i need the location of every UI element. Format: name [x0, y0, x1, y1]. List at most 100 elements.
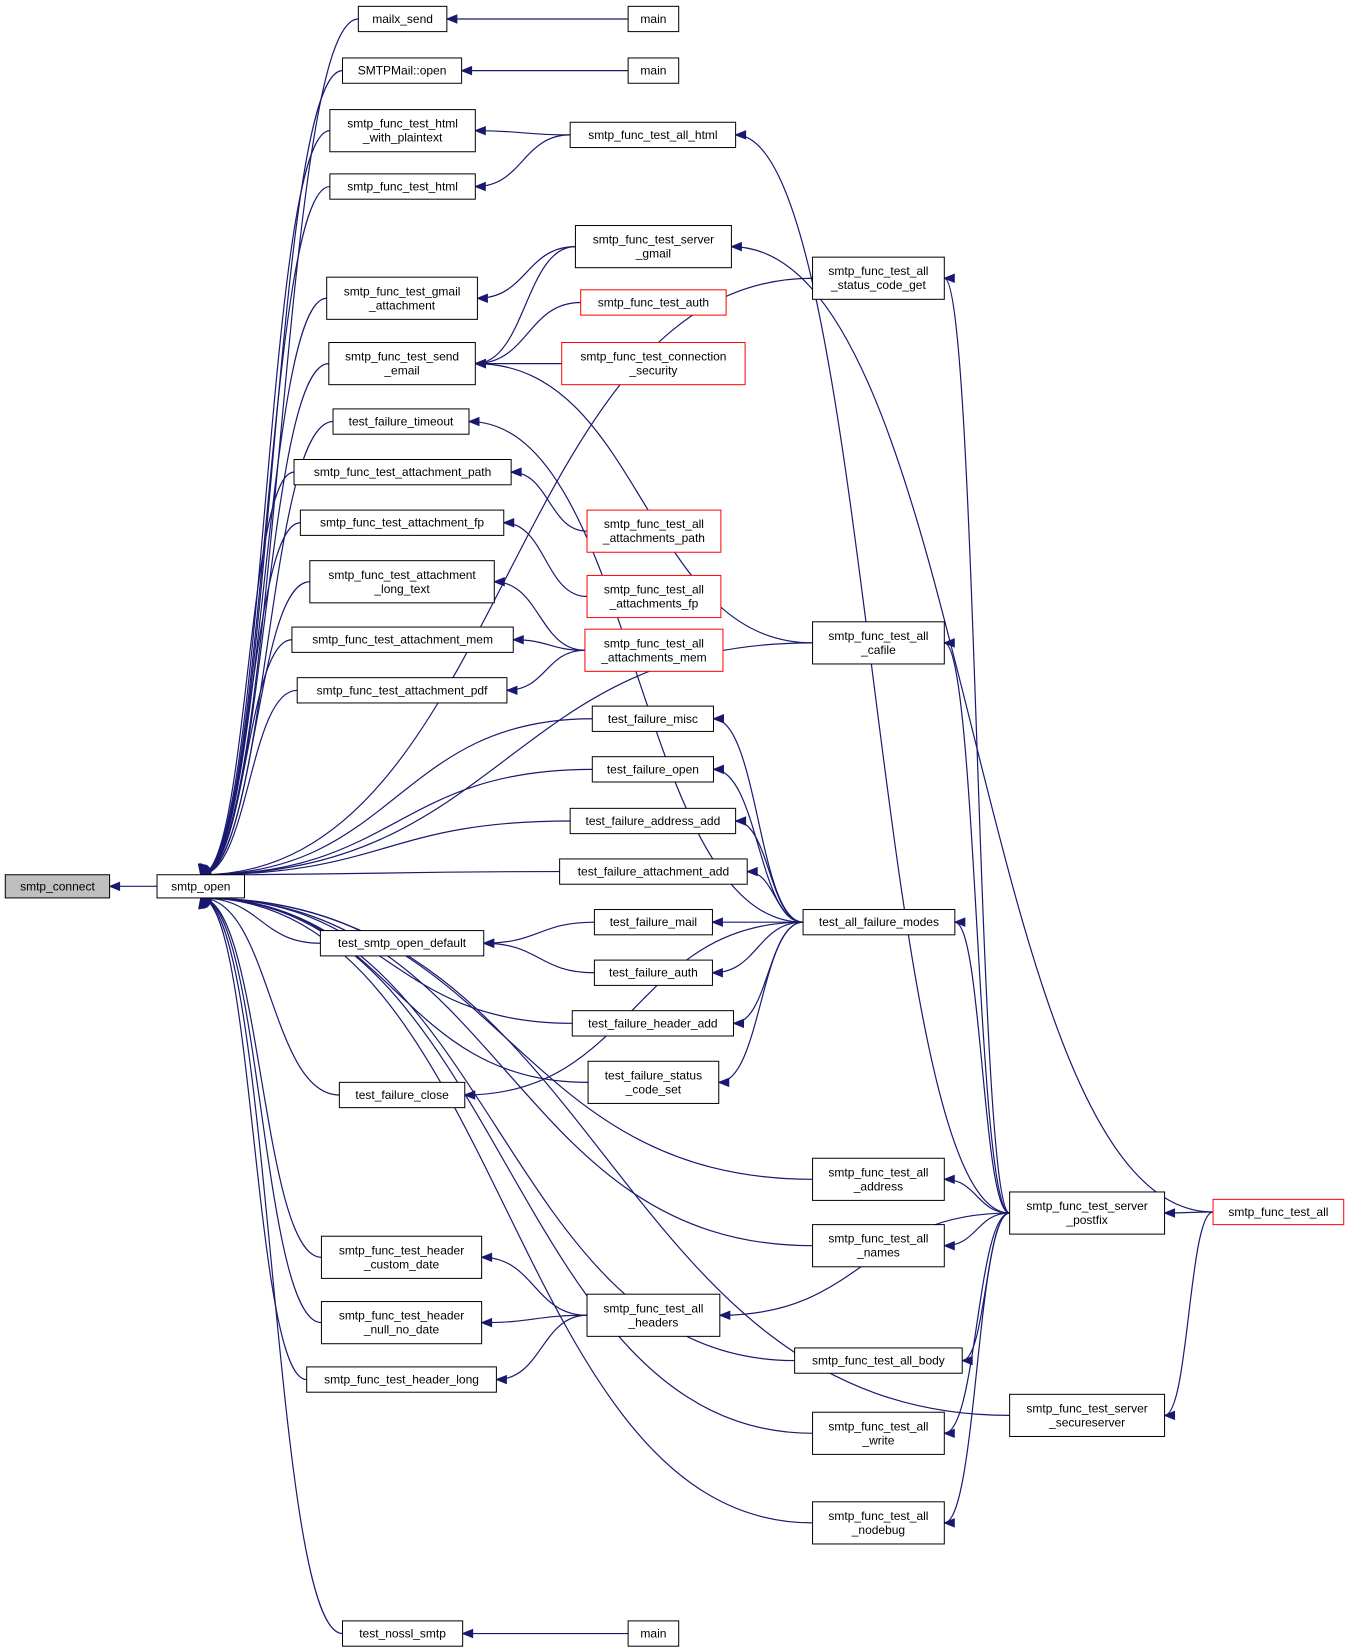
node-all_html[interactable]: smtp_func_test_all_html	[569, 121, 737, 149]
node-all_body[interactable]: smtp_func_test_all_body	[794, 1347, 963, 1374]
node-cafile[interactable]: smtp_func_test_all_cafile	[812, 621, 945, 665]
node-fail_auth[interactable]: test_failure_auth	[593, 959, 713, 986]
node-box-test_auth[interactable]	[580, 289, 727, 316]
node-box-main1[interactable]	[627, 5, 680, 33]
node-send_email[interactable]: smtp_func_test_send_email	[328, 342, 476, 386]
node-box-html_plain[interactable]	[329, 109, 476, 153]
node-html_plain[interactable]: smtp_func_test_html_with_plaintext	[329, 109, 476, 153]
node-all_address[interactable]: smtp_func_test_all_address	[812, 1157, 945, 1201]
node-gmail_att[interactable]: smtp_func_test_gmail_attachment	[326, 276, 478, 320]
node-att_fp[interactable]: smtp_func_test_attachment_fp	[299, 509, 505, 536]
node-box-all_att_fp[interactable]	[586, 574, 722, 619]
node-box-all_address[interactable]	[812, 1157, 945, 1201]
node-fail_misc[interactable]: test_failure_misc	[591, 705, 714, 732]
node-conn_sec[interactable]: smtp_func_test_connection_security	[561, 342, 746, 386]
node-all_nodebug[interactable]: smtp_func_test_all_nodebug	[812, 1501, 945, 1545]
node-server_postfix[interactable]: smtp_func_test_server_postfix	[1009, 1191, 1166, 1235]
node-box-all_att_mem[interactable]	[584, 628, 724, 672]
node-box-main3[interactable]	[627, 1620, 680, 1647]
node-box-fail_status[interactable]	[587, 1060, 720, 1104]
node-test_html[interactable]: smtp_func_test_html	[329, 173, 476, 200]
node-all_failure[interactable]: test_all_failure_modes	[802, 909, 956, 936]
node-box-nossl[interactable]	[342, 1620, 464, 1647]
node-att_long[interactable]: smtp_func_test_attachment_long_text	[309, 560, 495, 604]
node-box-smtp_connect[interactable]	[4, 874, 111, 899]
node-server_gmail[interactable]: smtp_func_test_server_gmail	[574, 225, 732, 269]
node-box-gmail_att[interactable]	[326, 276, 478, 320]
node-box-open_default[interactable]	[319, 930, 485, 957]
node-fail_status[interactable]: test_failure_status_code_set	[587, 1060, 720, 1104]
node-box-cafile[interactable]	[812, 621, 945, 665]
node-all_headers[interactable]: smtp_func_test_all_headers	[586, 1293, 721, 1337]
node-box-fail_timeout[interactable]	[332, 408, 470, 435]
node-att_pdf[interactable]: smtp_func_test_attachment_pdf	[296, 677, 508, 704]
node-box-hdr_null[interactable]	[320, 1301, 483, 1345]
node-server_secure[interactable]: smtp_func_test_server_secureserver	[1009, 1393, 1166, 1437]
node-att_mem[interactable]: smtp_func_test_attachment_mem	[291, 626, 514, 653]
node-box-hdr_custom[interactable]	[320, 1235, 483, 1279]
node-smtp_connect[interactable]: smtp_connect	[4, 874, 111, 899]
node-box-send_email[interactable]	[328, 342, 476, 386]
node-main1[interactable]: main	[627, 5, 680, 33]
node-box-all_headers[interactable]	[586, 1293, 721, 1337]
node-box-fail_mail[interactable]	[593, 909, 713, 936]
node-open_default[interactable]: test_smtp_open_default	[319, 930, 485, 957]
node-box-all_write[interactable]	[812, 1411, 945, 1455]
node-box-all_names[interactable]	[812, 1224, 945, 1268]
node-box-fail_close[interactable]	[338, 1081, 466, 1109]
node-all_att_path[interactable]: smtp_func_test_all_attachments_path	[586, 509, 722, 553]
node-fail_attadd[interactable]: test_failure_attachment_add	[559, 858, 748, 885]
node-box-server_gmail[interactable]	[574, 225, 732, 269]
node-fail_close[interactable]: test_failure_close	[338, 1081, 466, 1109]
node-box-test_all[interactable]	[1212, 1198, 1345, 1226]
node-att_path[interactable]: smtp_func_test_attachment_path	[293, 459, 512, 486]
node-box-att_mem[interactable]	[291, 626, 514, 653]
node-box-all_body[interactable]	[794, 1347, 963, 1374]
node-box-fail_header[interactable]	[571, 1010, 735, 1037]
node-all_write[interactable]: smtp_func_test_all_write	[812, 1411, 945, 1455]
node-test_auth[interactable]: smtp_func_test_auth	[580, 289, 727, 316]
node-box-all_nodebug[interactable]	[812, 1501, 945, 1545]
node-box-att_long[interactable]	[309, 560, 495, 604]
node-box-att_path[interactable]	[293, 459, 512, 486]
node-box-server_secure[interactable]	[1009, 1393, 1166, 1437]
node-box-main2[interactable]	[627, 57, 680, 84]
node-all_att_fp[interactable]: smtp_func_test_all_attachments_fp	[586, 574, 722, 619]
node-hdr_custom[interactable]: smtp_func_test_header_custom_date	[320, 1235, 483, 1279]
node-box-smtp_open[interactable]	[156, 874, 246, 899]
node-box-hdr_long[interactable]	[306, 1366, 497, 1393]
node-all_names[interactable]: smtp_func_test_all_names	[812, 1224, 945, 1268]
node-box-fail_auth[interactable]	[593, 959, 713, 986]
node-fail_timeout[interactable]: test_failure_timeout	[332, 408, 470, 435]
node-box-fail_addr[interactable]	[569, 807, 737, 835]
node-fail_header[interactable]: test_failure_header_add	[571, 1010, 735, 1037]
node-main2[interactable]: main	[627, 57, 680, 84]
node-box-smtpmail_open[interactable]	[342, 57, 463, 84]
node-box-all_att_path[interactable]	[586, 509, 722, 553]
node-hdr_null[interactable]: smtp_func_test_header_null_no_date	[320, 1301, 483, 1345]
node-main3[interactable]: main	[627, 1620, 680, 1647]
node-all_att_mem[interactable]: smtp_func_test_all_attachments_mem	[584, 628, 724, 672]
node-box-test_html[interactable]	[329, 173, 476, 200]
node-fail_mail[interactable]: test_failure_mail	[593, 909, 713, 936]
node-test_all[interactable]: smtp_func_test_all	[1212, 1198, 1345, 1226]
node-box-status_get[interactable]	[812, 256, 945, 300]
node-mailx_send[interactable]: mailx_send	[357, 5, 448, 33]
node-box-att_pdf[interactable]	[296, 677, 508, 704]
node-box-att_fp[interactable]	[299, 509, 505, 536]
node-fail_addr[interactable]: test_failure_address_add	[569, 807, 737, 835]
node-box-all_html[interactable]	[569, 121, 737, 149]
node-hdr_long[interactable]: smtp_func_test_header_long	[306, 1366, 497, 1393]
node-box-fail_attadd[interactable]	[559, 858, 748, 885]
node-nossl[interactable]: test_nossl_smtp	[342, 1620, 464, 1647]
node-box-mailx_send[interactable]	[357, 5, 448, 33]
node-box-fail_open[interactable]	[591, 756, 714, 783]
node-smtp_open[interactable]: smtp_open	[156, 874, 246, 899]
node-box-all_failure[interactable]	[802, 909, 956, 936]
node-box-fail_misc[interactable]	[591, 705, 714, 732]
node-smtpmail_open[interactable]: SMTPMail::open	[342, 57, 463, 84]
node-fail_open[interactable]: test_failure_open	[591, 756, 714, 783]
node-status_get[interactable]: smtp_func_test_all_status_code_get	[812, 256, 945, 300]
node-box-server_postfix[interactable]	[1009, 1191, 1166, 1235]
node-box-conn_sec[interactable]	[561, 342, 746, 386]
